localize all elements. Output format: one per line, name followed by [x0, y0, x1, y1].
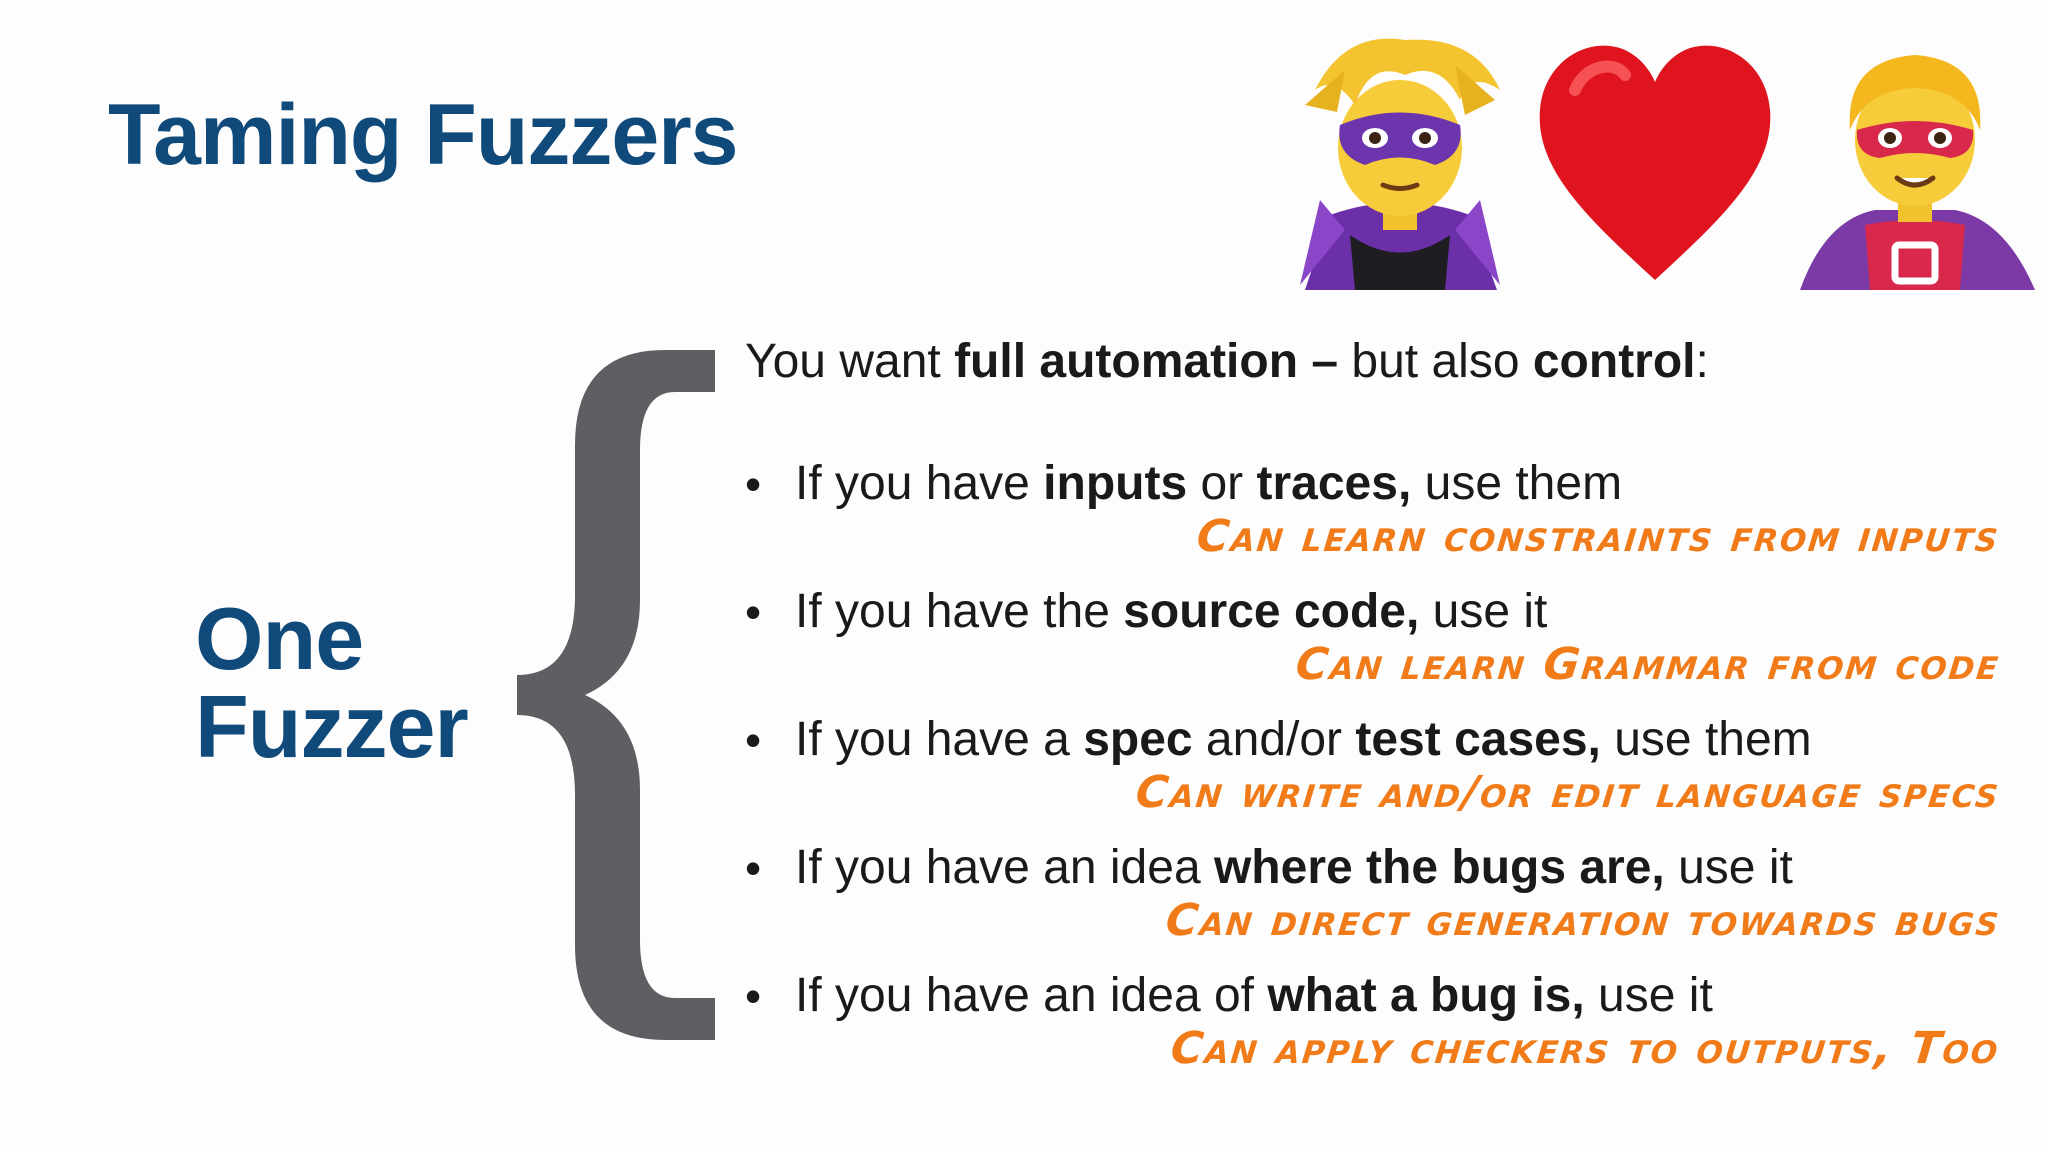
handwritten-note: Can direct generation towards bugs [1162, 895, 2003, 946]
bullet-list: • If you have inputs or traces, use them… [745, 458, 2003, 1100]
one-fuzzer-line2: Fuzzer [195, 677, 469, 776]
bullet-text: If you have a spec and/or test cases, us… [795, 716, 1812, 764]
handwritten-note: Can write and/or edit language specs [1133, 767, 2003, 818]
handwritten-note: Can learn Grammar from code [1293, 639, 2003, 690]
emoji-row [1275, 30, 2048, 290]
intro-bold-automation: full automation – [954, 335, 1339, 388]
bullet-text-part: use it [1419, 585, 1548, 638]
bullet-dot: • [745, 842, 762, 894]
bullet-text-bold: what a bug is, [1267, 969, 1585, 1022]
intro-prefix: You want [745, 335, 955, 388]
handwritten-note: Can apply checkers to outputs, Too [1168, 1023, 2003, 1074]
one-fuzzer-label: One Fuzzer [195, 589, 469, 776]
bullet-text: If you have an idea of what a bug is, us… [795, 972, 1713, 1020]
bullet-text-bold: source code, [1123, 585, 1420, 638]
bullet-text-bold: test cases, [1355, 713, 1601, 766]
bullet-text: If you have an idea where the bugs are, … [795, 844, 1793, 892]
bullet-text-part: use them [1411, 457, 1623, 510]
bullet-dot: • [745, 970, 762, 1022]
bullet-dot: • [745, 714, 762, 766]
red-heart-icon [1539, 45, 1771, 280]
intro-middle: but also [1338, 335, 1533, 388]
bullet-item: • If you have an idea where the bugs are… [745, 842, 2003, 972]
intro-suffix: : [1695, 335, 1709, 388]
bullet-item: • If you have the source code, use it Ca… [745, 586, 2003, 716]
bullet-text-part: use it [1584, 969, 1713, 1022]
bullet-dot: • [745, 586, 762, 638]
bullet-text: If you have the source code, use it [795, 588, 1547, 636]
intro-line: You want full automation – but also cont… [745, 338, 1709, 386]
bullet-text-part: If you have an idea of [795, 969, 1268, 1022]
bullet-item: • If you have an idea of what a bug is, … [745, 970, 2003, 1100]
handwritten-note: Can learn constraints from inputs [1194, 511, 2003, 562]
bullet-text-bold: where the bugs are, [1213, 841, 1665, 894]
bullet-text-part: or [1187, 457, 1257, 510]
supervillain-icon [1300, 38, 1500, 290]
bullet-item: • If you have inputs or traces, use them… [745, 458, 2003, 588]
bullet-text-part: use it [1664, 841, 1793, 894]
bullet-item: • If you have a spec and/or test cases, … [745, 714, 2003, 844]
bullet-text-part: If you have an idea [795, 841, 1214, 894]
bullet-text-bold: spec [1083, 713, 1193, 766]
bullet-text-bold: traces, [1256, 457, 1412, 510]
bullet-text-part: and/or [1192, 713, 1356, 766]
bullet-dot: • [745, 458, 762, 510]
curly-brace-icon [517, 350, 715, 1040]
one-fuzzer-line1: One [195, 589, 364, 688]
intro-bold-control: control [1532, 335, 1696, 388]
bullet-text-bold: inputs [1043, 457, 1188, 510]
bullet-text-part: use them [1600, 713, 1812, 766]
superhero-icon [1800, 55, 2035, 290]
bullet-text-part: If you have a [795, 713, 1084, 766]
slide-title: Taming Fuzzers [108, 87, 738, 183]
bullet-text-part: If you have [795, 457, 1044, 510]
bullet-text-part: If you have the [795, 585, 1124, 638]
bullet-text: If you have inputs or traces, use them [795, 460, 1622, 508]
